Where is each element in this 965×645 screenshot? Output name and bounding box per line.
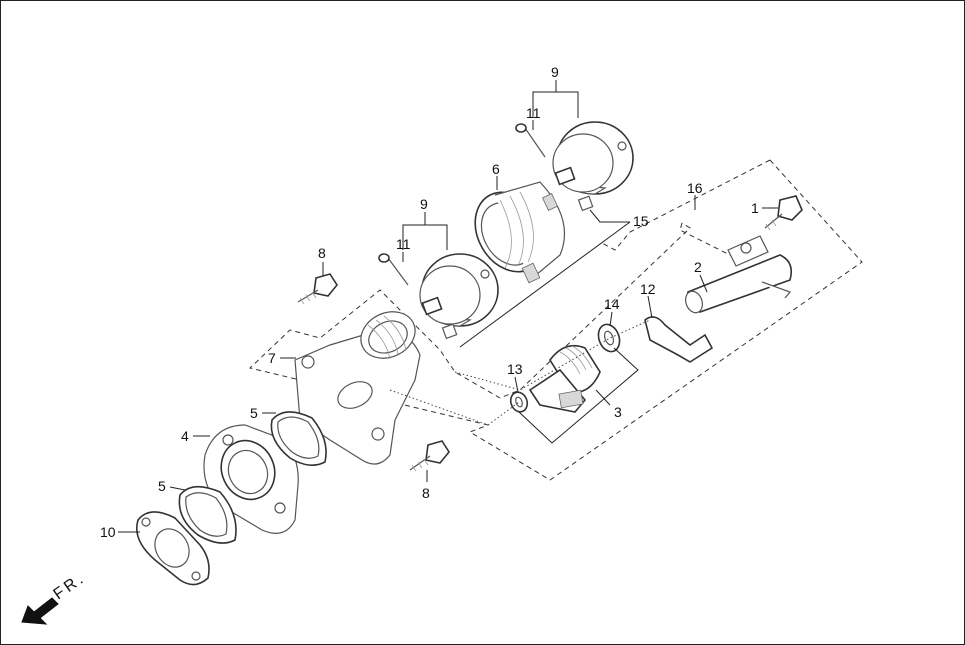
assembly-16-outline [248, 159, 863, 481]
front-direction-arrow: FR. [21, 569, 89, 625]
callout-5-upper: 5 [250, 405, 258, 421]
gasket-plate-10 [136, 511, 210, 586]
bolt-8-lower [409, 440, 450, 472]
callout-8-lower: 8 [422, 485, 430, 501]
leader-lines [118, 80, 778, 533]
bolt-8-upper [297, 273, 338, 305]
callout-11-upper: 11 [526, 105, 541, 121]
callout-6: 6 [492, 161, 500, 177]
callout-9-upper: 9 [551, 64, 559, 80]
gasket-5-lower [178, 485, 237, 544]
o-ring-14 [597, 323, 621, 353]
callout-7: 7 [268, 350, 276, 366]
gasket-5-upper [270, 411, 327, 466]
assembly-16-inner [679, 222, 741, 261]
callout-3: 3 [614, 404, 622, 420]
nut-15 [577, 195, 594, 212]
callout-12: 12 [640, 281, 656, 297]
dotted-axis-lower [389, 389, 520, 426]
intake-rubber-joint [474, 181, 566, 284]
clamp-band-lower [419, 253, 499, 327]
screw-11-lower [378, 253, 409, 286]
callout-14: 14 [604, 296, 620, 312]
dotted-axis-injector [454, 319, 651, 391]
washer-13 [509, 391, 529, 413]
fuel-pipe-2 [684, 235, 793, 314]
callout-5-lower: 5 [158, 478, 166, 494]
callout-11-lower: 11 [396, 236, 411, 252]
assembly-16-top [599, 159, 771, 251]
callout-8-upper: 8 [318, 245, 326, 261]
callout-15: 15 [633, 213, 649, 229]
fuel-injector-3 [528, 344, 601, 413]
intake-manifold-7 [294, 311, 421, 465]
clamp-band-upper [552, 121, 634, 195]
front-direction-label: FR. [51, 569, 89, 603]
screw-11-upper [515, 123, 546, 158]
callout-2: 2 [694, 259, 702, 275]
clip-12 [644, 316, 714, 363]
callout-10: 10 [100, 524, 116, 540]
callout-16: 16 [687, 180, 703, 196]
callout-labels: 9 11 6 16 1 15 9 11 8 2 12 14 7 13 3 5 4… [100, 64, 759, 540]
bolt-1 [764, 195, 803, 231]
callout-4: 4 [181, 428, 189, 444]
callout-13: 13 [507, 361, 523, 377]
callout-1: 1 [751, 200, 759, 216]
callout-9-lower: 9 [420, 196, 428, 212]
nut-15-lower [441, 323, 458, 340]
